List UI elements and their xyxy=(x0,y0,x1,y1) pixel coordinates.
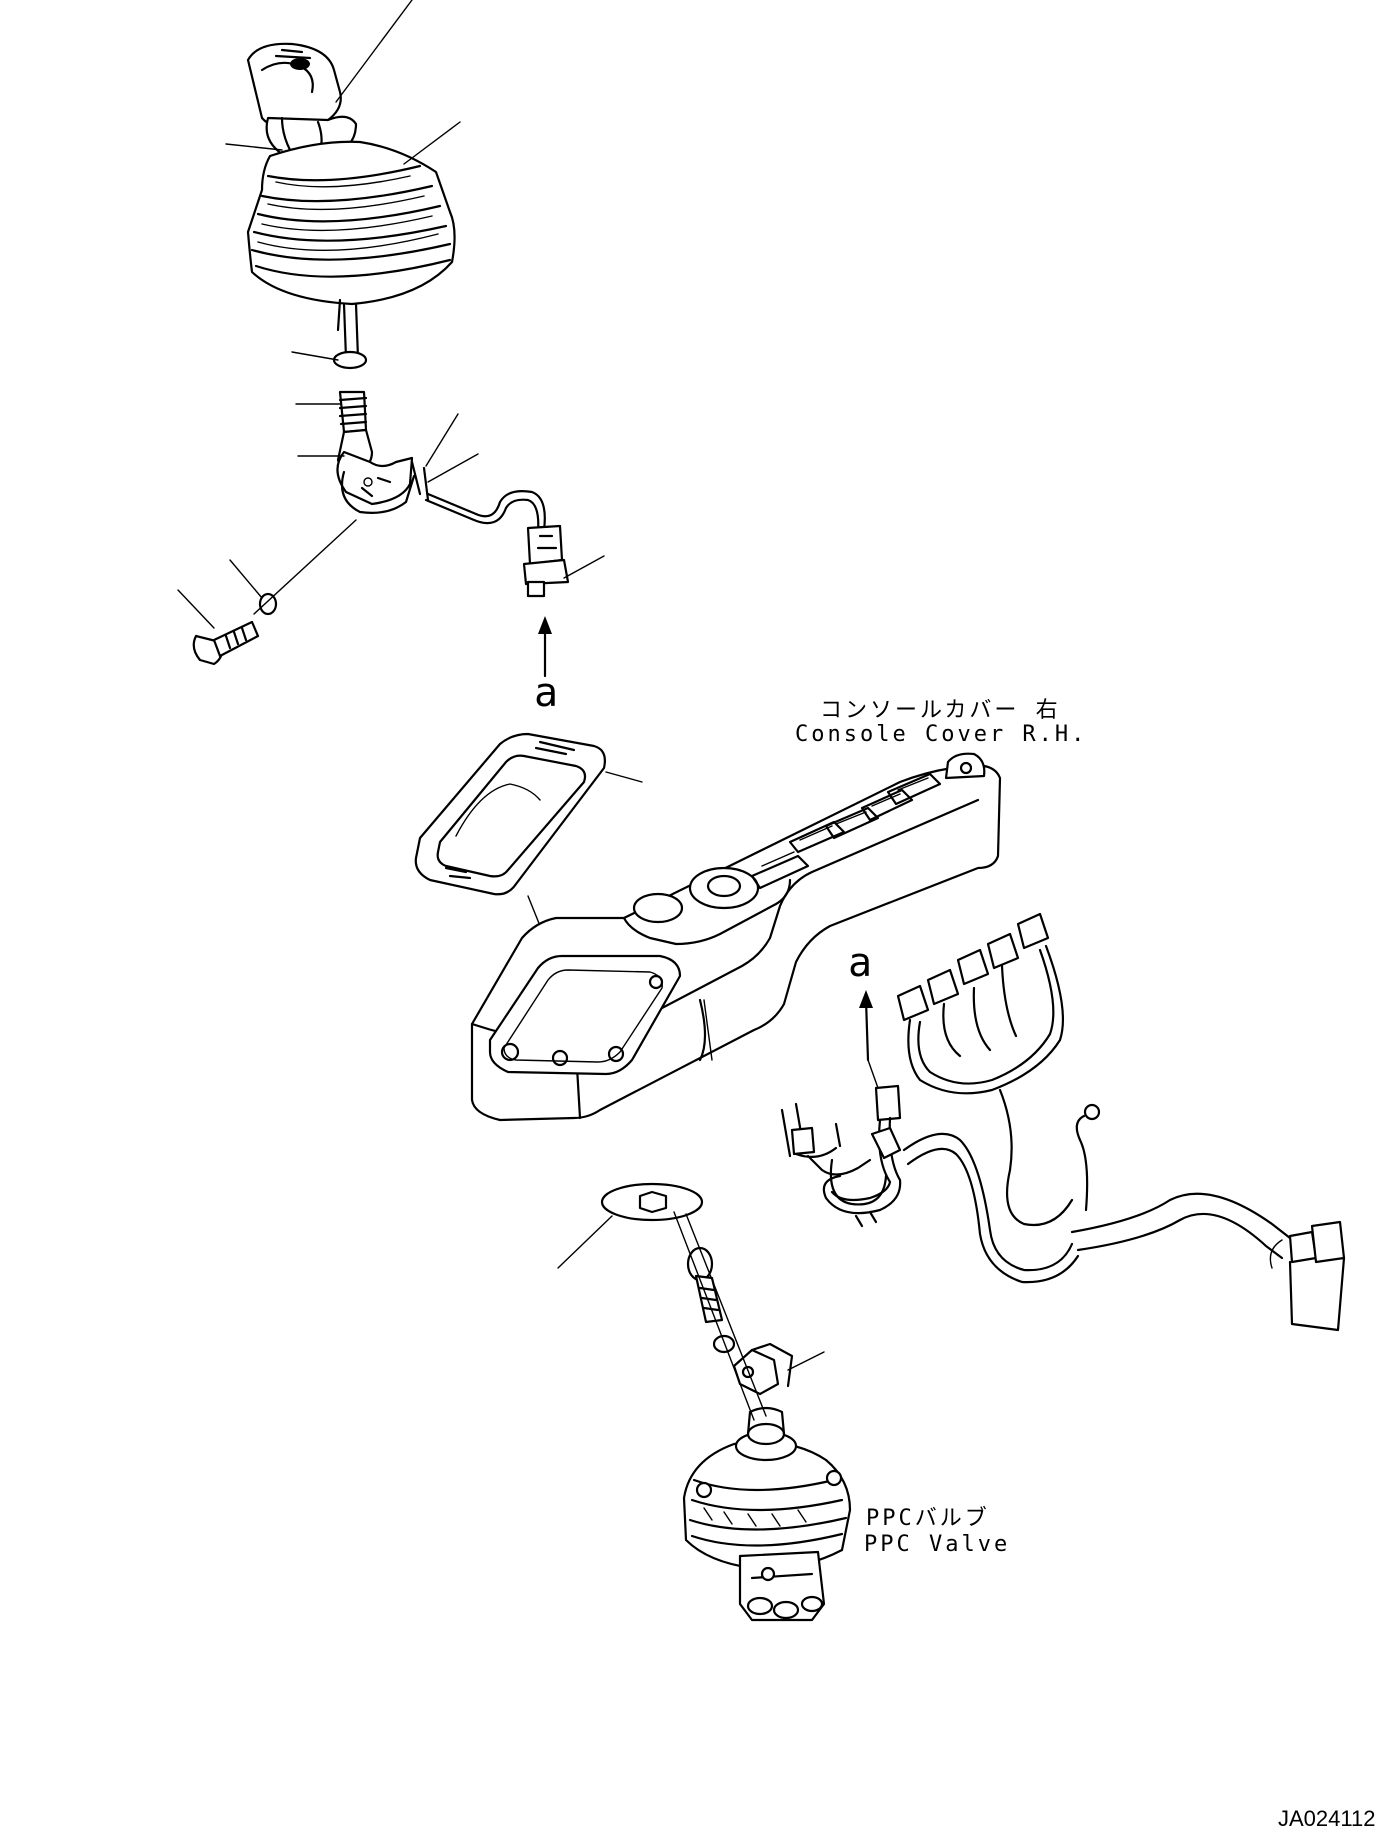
lever-bracket xyxy=(336,450,430,514)
lever-boot xyxy=(246,140,456,332)
leader-lines-upper xyxy=(177,0,605,629)
ppc-valve-label-jp: PPCバルブ xyxy=(866,1506,990,1531)
ppc-valve xyxy=(682,1406,852,1622)
lever-knob xyxy=(246,42,358,158)
ppc-valve-label-en: PPC Valve xyxy=(864,1532,1011,1557)
lever-harness xyxy=(424,490,570,598)
lower-bolt xyxy=(673,1211,825,1421)
ref-label-a-right: a xyxy=(848,940,873,986)
mounting-bolt xyxy=(192,519,357,666)
shim-plate xyxy=(557,1182,704,1269)
drawing-code: JA024112 xyxy=(1278,1806,1376,1831)
console-cover xyxy=(470,752,1002,1122)
ref-arrow-top xyxy=(538,616,552,678)
console-cover-label-en: Console Cover R.H. xyxy=(795,722,1088,747)
lever-rod xyxy=(332,302,374,472)
wiring-harness xyxy=(780,912,1346,1332)
console-cover-label-jp: コンソールカバー 右 xyxy=(820,698,1061,723)
ref-label-a-top: a xyxy=(534,670,559,716)
